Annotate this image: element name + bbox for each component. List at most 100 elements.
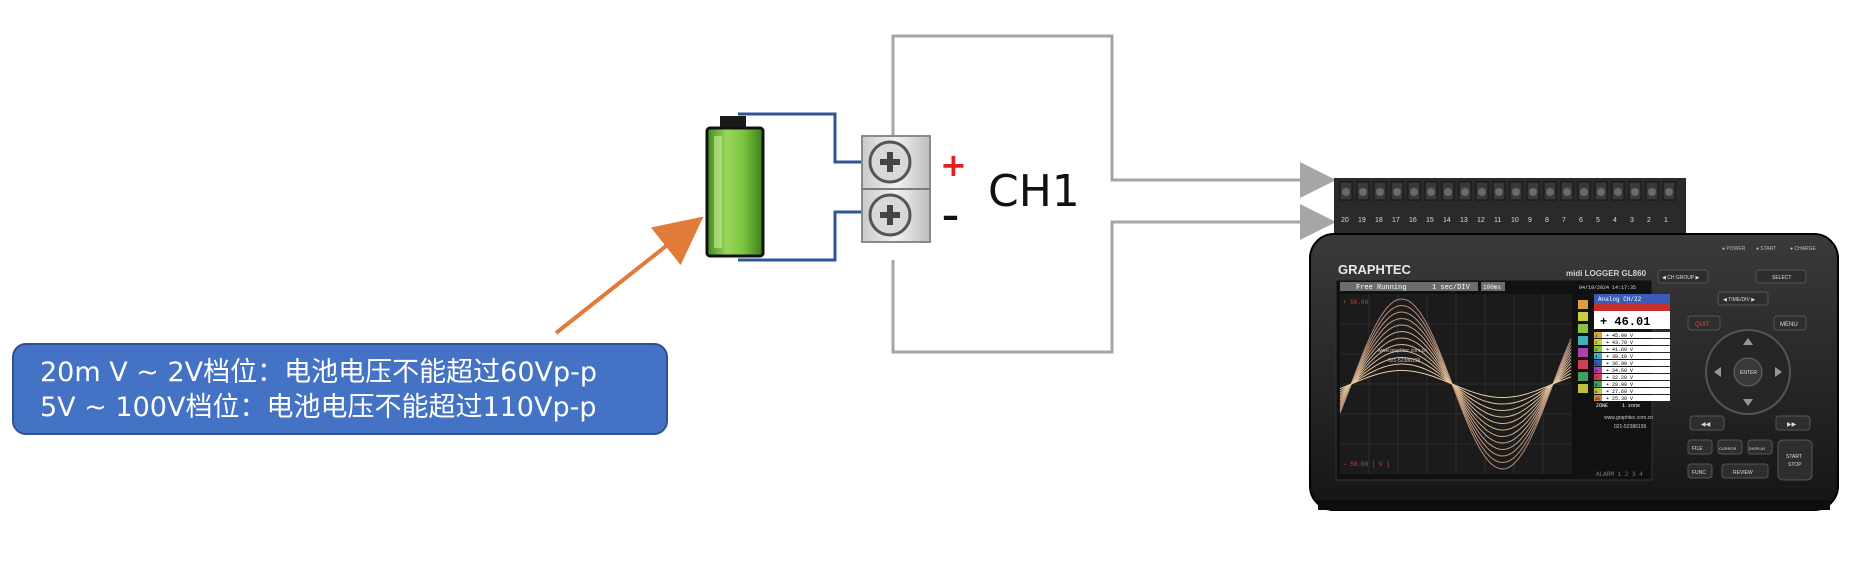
screen-phone: 021-52386199 — [1388, 358, 1420, 364]
rewind-button[interactable]: ◀◀ — [1701, 421, 1711, 428]
terminal-number: 7 — [1562, 217, 1566, 224]
channel-row-value: + 29.90 V — [1606, 382, 1633, 388]
screen-status: Free Running — [1356, 284, 1406, 292]
channel-color-strip — [1578, 360, 1588, 369]
terminal-screw-icon — [1512, 188, 1520, 196]
time-div-button[interactable]: ◀ TIME/DIV ▶ — [1723, 297, 1755, 303]
terminal-screw-icon — [1427, 188, 1435, 196]
channel-row-value: + 39.10 V — [1606, 354, 1633, 360]
terminal-screw-icon — [1359, 188, 1367, 196]
screen-datetime: 04/19/2024 14:17:35 — [1579, 285, 1636, 291]
stop-label: STOP — [1788, 462, 1802, 468]
enter-button[interactable] — [1733, 357, 1763, 387]
blue-wires — [738, 112, 868, 262]
terminal-screw-icon — [1546, 188, 1554, 196]
terminal-screw-icon — [1580, 188, 1588, 196]
terminal-screw-icon — [1597, 188, 1605, 196]
terminal-number: 5 — [1596, 217, 1600, 224]
func-button[interactable]: FUNC — [1692, 470, 1706, 476]
channel-row-swatch — [1594, 388, 1602, 394]
terminal-screw-icon — [1563, 188, 1571, 196]
logger-brand: GRAPHTEC — [1338, 262, 1412, 277]
terminal-screw-icon — [1631, 188, 1639, 196]
terminal-number: 9 — [1528, 217, 1532, 224]
channel-color-strip — [1578, 348, 1588, 357]
review-button[interactable]: REVIEW — [1733, 470, 1753, 476]
channel-row-value: + 25.30 V — [1606, 396, 1633, 402]
channel-row-swatch — [1594, 360, 1602, 366]
waveform-trace — [1339, 357, 1572, 412]
cursor-button[interactable]: CURSOR — [1719, 446, 1736, 451]
terminal-number: 12 — [1477, 217, 1485, 224]
waveform-trace — [1339, 370, 1572, 398]
screen-website: www.graphtec.com.cn — [1378, 348, 1427, 354]
terminal-number: 13 — [1460, 217, 1468, 224]
channel-row-swatch — [1594, 332, 1602, 338]
terminal-number: 18 — [1375, 217, 1383, 224]
file-button[interactable]: FILE — [1692, 446, 1703, 452]
channel-color-strip — [1578, 372, 1588, 381]
channel-color-strip — [1578, 336, 1588, 345]
panel-zone-label: ZONE — [1596, 403, 1608, 409]
quit-button[interactable]: QUIT — [1695, 322, 1710, 328]
terminal-number: 19 — [1358, 217, 1366, 224]
panel-big-reading: + 46.01 — [1600, 315, 1650, 329]
plus-symbol: + — [940, 146, 967, 184]
panel-zone-value: 1 zone — [1622, 403, 1640, 409]
logger-buttons: ◀ CH GROUP ▶ SELECT ◀ TIME/DIV ▶ QUIT ME… — [1657, 269, 1813, 481]
gray-wires — [891, 34, 1336, 354]
callout-line-1: 20m V ~ 2V档位：电池电压不能超过60Vp-p — [40, 357, 597, 388]
channel-row-bg — [1602, 339, 1670, 345]
terminal-screw-icon — [1495, 188, 1503, 196]
channel-color-strip — [1578, 300, 1588, 309]
terminal-number: 10 — [1511, 217, 1519, 224]
indicator-label: ● CHARGE — [1790, 246, 1816, 252]
terminal-screw-icon — [1614, 188, 1622, 196]
screw-icon-minus — [868, 193, 912, 237]
channel-row-bg — [1602, 395, 1670, 401]
screw-icon-plus — [868, 140, 912, 184]
channel-row-number: 7 — [1595, 377, 1598, 381]
terminal-number: 17 — [1392, 217, 1400, 224]
terminal-screw-icon — [1461, 188, 1469, 196]
ch-group-button[interactable]: ◀ CH GROUP ▶ — [1662, 275, 1699, 281]
channel-row-bg — [1602, 360, 1670, 366]
channel-row-swatch — [1594, 374, 1602, 380]
channel-row-bg — [1602, 332, 1670, 338]
callout-line-2: 5V ~ 100V档位：电池电压不能超过110Vp-p — [40, 392, 597, 423]
forward-button[interactable]: ▶▶ — [1787, 421, 1797, 428]
display-button[interactable]: DISPLAY — [1749, 446, 1766, 451]
channel-row-number: 4 — [1595, 356, 1598, 360]
channel-color-strip — [1578, 324, 1588, 333]
indicator-label: ● START — [1756, 246, 1776, 252]
terminal-number: 15 — [1426, 217, 1434, 224]
terminal-number: 20 — [1341, 217, 1349, 224]
channel-row-number: 9 — [1595, 391, 1598, 395]
panel-phone: 021-52386199 — [1614, 424, 1646, 430]
channel-color-strip — [1578, 312, 1588, 321]
channel-label: CH1 — [988, 166, 1080, 217]
terminal-screw-icon — [1393, 188, 1401, 196]
pointer-arrow — [554, 216, 704, 335]
select-button[interactable]: SELECT — [1772, 275, 1791, 281]
channel-row-number: 5 — [1595, 363, 1598, 367]
screen-sample: 100ms — [1483, 284, 1501, 291]
channel-row-bg — [1602, 353, 1670, 359]
terminal-screw-icon — [1342, 188, 1350, 196]
channel-row-swatch — [1594, 346, 1602, 352]
menu-button[interactable]: MENU — [1780, 322, 1798, 328]
channel-row-number: 10 — [1595, 398, 1600, 402]
channel-row-value: + 41.60 V — [1606, 347, 1633, 353]
battery-icon — [705, 116, 765, 258]
terminal-screw-icon — [1376, 188, 1384, 196]
channel-row-bg — [1602, 388, 1670, 394]
terminal-number: 11 — [1494, 217, 1501, 224]
channel-row-bg — [1602, 374, 1670, 380]
screen-time-div: 1 sec/DIV — [1432, 284, 1471, 292]
start-stop-button[interactable] — [1777, 439, 1813, 481]
terminal-screw-icon — [1648, 188, 1656, 196]
terminal-screw-icon — [1665, 188, 1673, 196]
screen-top-value: + 50.00 — [1343, 299, 1369, 306]
